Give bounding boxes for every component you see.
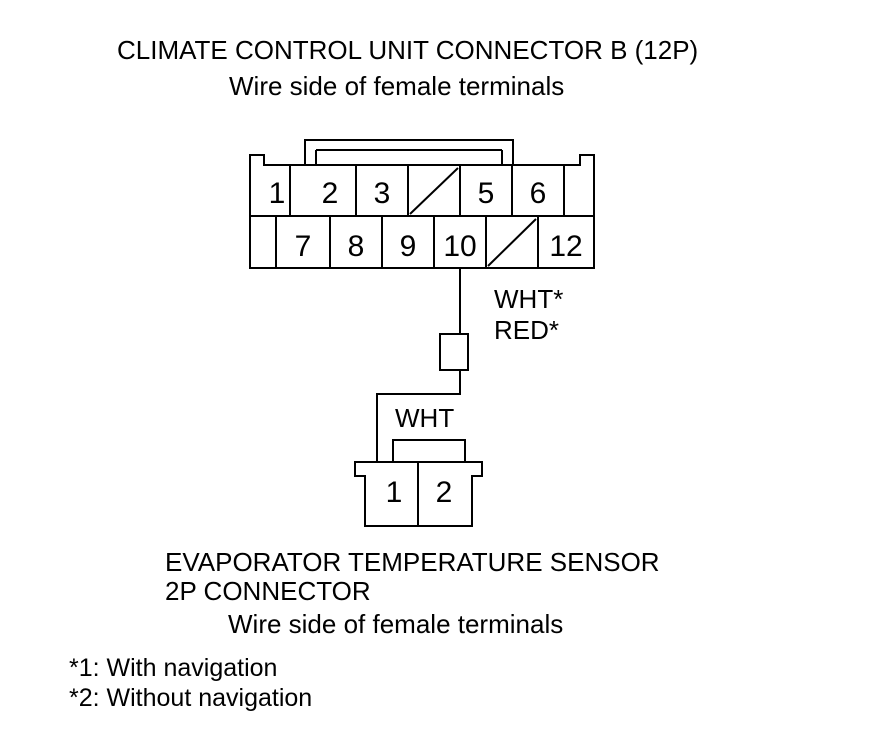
connector-b-title: CLIMATE CONTROL UNIT CONNECTOR B (12P) — [117, 35, 698, 65]
footnote-1: *1: With navigation — [69, 654, 277, 682]
pin-12: 12 — [549, 230, 582, 263]
sensor-pin-1: 1 — [386, 476, 403, 509]
connector-b-body — [249, 154, 595, 269]
pin-2: 2 — [322, 177, 339, 210]
empty-slot-11-slash — [487, 218, 537, 267]
connector-b-subtitle: Wire side of female terminals — [229, 71, 564, 101]
wire-upper-label-2: RED* — [494, 315, 559, 345]
pin-7: 7 — [295, 230, 312, 263]
wire-lower — [376, 370, 461, 462]
sensor-2p-connector: 1 2 — [354, 439, 483, 527]
sensor-connector-body — [354, 461, 483, 527]
sensor-subtitle: Wire side of female terminals — [228, 609, 563, 639]
connector-b-latch — [304, 139, 514, 165]
pin-9: 9 — [400, 230, 417, 263]
sensor-pin-2: 2 — [436, 476, 453, 509]
pin-5: 5 — [478, 177, 495, 210]
wire-upper-label-1: WHT* — [494, 284, 563, 314]
pin-10: 10 — [443, 230, 476, 263]
pin-3: 3 — [374, 177, 391, 210]
wire-lower-label: WHT — [395, 403, 454, 433]
sensor-title-line2: 2P CONNECTOR — [165, 576, 371, 606]
inline-connector — [439, 333, 469, 371]
footnote-2: *2: Without navigation — [69, 684, 312, 712]
pin-1: 1 — [269, 177, 286, 210]
pin-8: 8 — [348, 230, 365, 263]
sensor-title-line1: EVAPORATOR TEMPERATURE SENSOR — [165, 547, 660, 577]
connector-b-12p: 1 2 3 5 6 7 8 9 10 12 — [249, 139, 595, 269]
sensor-connector-latch — [392, 439, 466, 462]
empty-slot-4-slash — [409, 167, 459, 215]
pin-6: 6 — [530, 177, 547, 210]
